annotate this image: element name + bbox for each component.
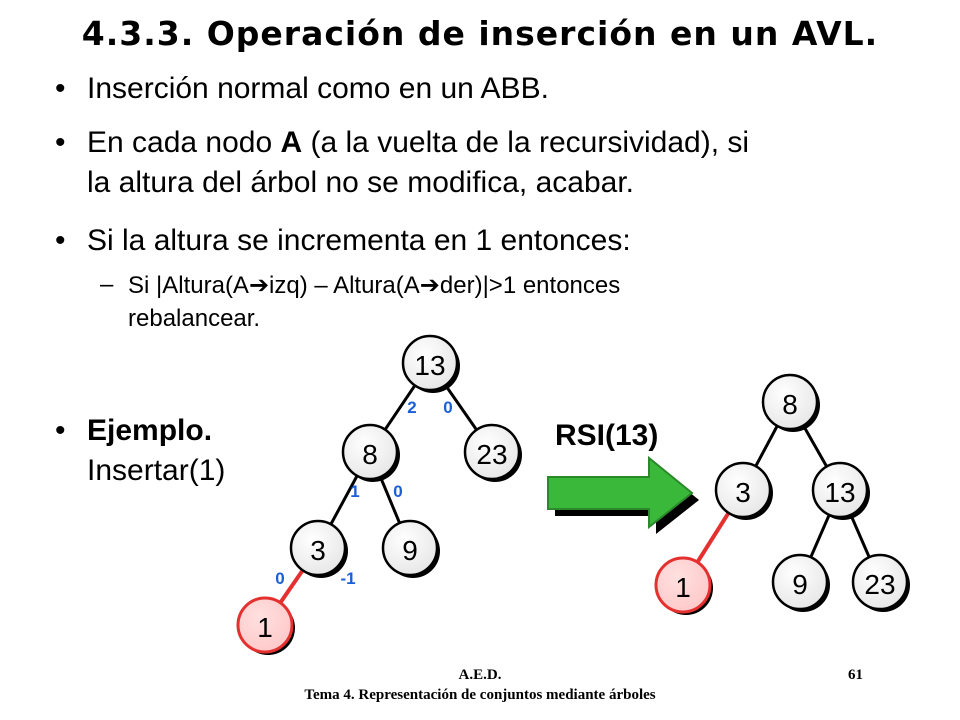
node-1-new: 1 [236,596,295,655]
example-insert: Insertar(1) [87,454,226,487]
right-arrow-icon: ➔ [419,271,440,299]
rotation-arrow-icon [547,455,699,534]
bullet-3-text: Si la altura se incrementa en 1 entonces… [87,224,631,257]
node-13-label: 13 [414,350,445,381]
example-label: Ejemplo. [87,414,213,447]
balance-13-right: 0 [443,398,452,417]
sub-bullet-line-2: rebalancear. [128,305,261,332]
node-23: 23 [463,423,522,482]
node-8: 8 [761,373,820,432]
node-1-label: 1 [675,572,691,603]
bullet-2-line-1: En cada nodo A (a la vuelta de la recurs… [87,126,750,159]
footer-page-number: 61 [848,667,863,683]
tree-before: 13 8 23 3 9 1 2 0 1 [236,334,522,655]
node-13: 13 [401,334,460,393]
node-9: 9 [771,553,830,612]
rotation-label: RSI(13) [555,419,658,452]
node-8: 8 [341,423,400,482]
node-9: 9 [381,519,440,578]
node-13-label: 13 [824,477,855,508]
balance-8-left: 1 [350,482,359,501]
sub-bullet-line-1: Si |Altura(A➔izq) – Altura(A➔der)|>1 ent… [128,271,621,299]
balance-3-left: 0 [275,569,284,588]
balance-3-right: -1 [340,569,355,588]
node-3: 3 [714,461,773,520]
bullet-dot: • [55,72,66,105]
bullet-1-text: Inserción normal como en un ABB. [87,72,549,105]
balance-8-right: 0 [393,482,402,501]
node-3-label: 3 [735,477,751,508]
slide-title: 4.3.3. Operación de inserción en un AVL. [81,14,879,53]
node-1-label: 1 [257,612,273,643]
node-23-label: 23 [864,569,895,600]
right-arrow-icon: ➔ [248,271,270,299]
bullet-2-line-2: la altura del árbol no se modifica, acab… [87,166,634,199]
node-9-label: 9 [792,569,808,600]
node-9-label: 9 [402,535,418,566]
footer-subtitle: Tema 4. Representación de conjuntos medi… [304,687,656,703]
bullet-dot: • [55,126,66,159]
node-3: 3 [289,519,348,578]
node-3-label: 3 [310,535,326,566]
footer-course: A.E.D. [458,667,502,683]
sub-bullet-dash: – [100,271,114,298]
node-8-label: 8 [782,389,798,420]
bullet-dot: • [55,224,66,257]
node-1-new: 1 [654,556,713,615]
bullet-dot: • [55,414,66,447]
balance-13-left: 2 [407,398,416,417]
tree-after: 8 3 13 1 9 23 [654,373,910,615]
node-8-label: 8 [362,439,378,470]
node-13: 13 [811,461,870,520]
node-23: 23 [851,553,910,612]
node-23-label: 23 [476,439,507,470]
